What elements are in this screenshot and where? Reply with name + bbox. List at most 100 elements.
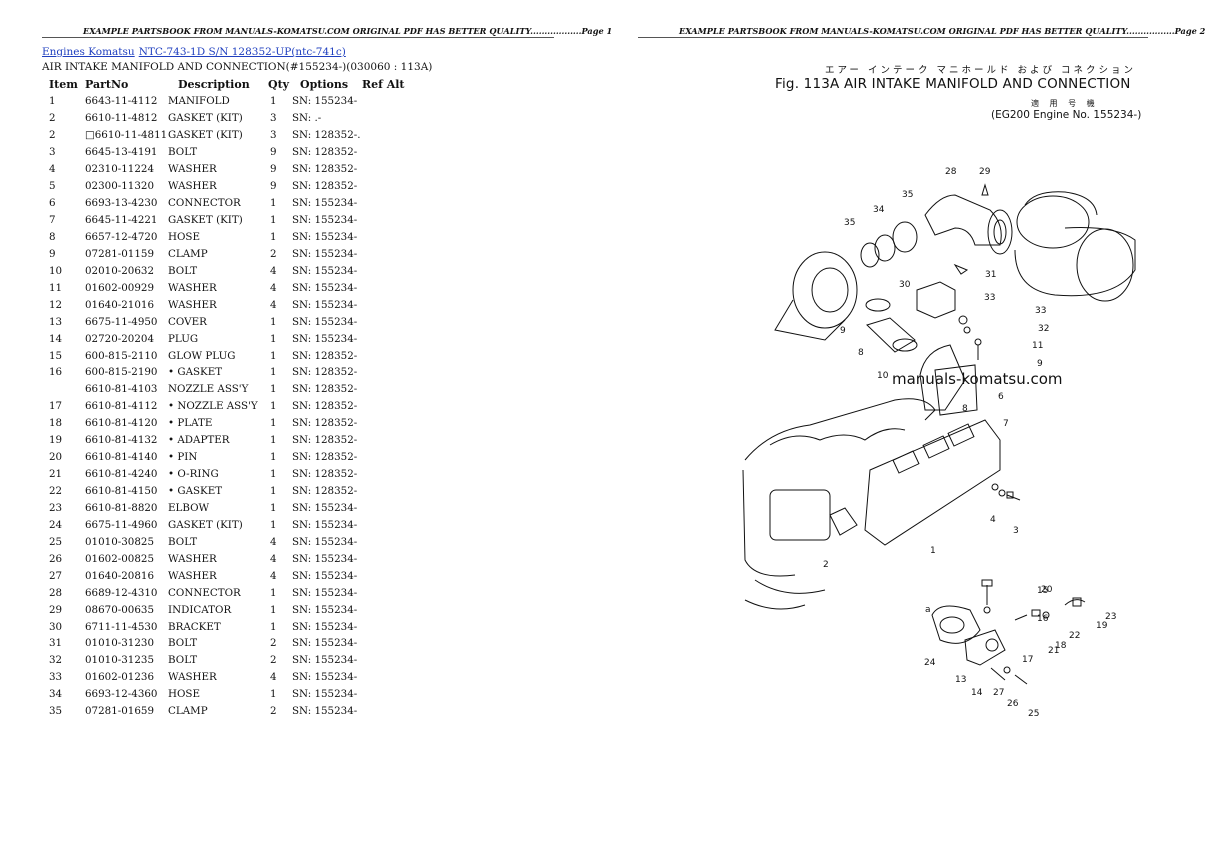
- item-cell: 11: [49, 281, 63, 294]
- item-cell: 13: [49, 315, 63, 328]
- column-header-options: Options: [300, 78, 349, 91]
- options-cell: SN: 128352-: [292, 434, 358, 447]
- callout-number: 9: [840, 326, 846, 336]
- ref-alt-cell: [362, 93, 412, 110]
- item-cell: 35: [49, 705, 63, 718]
- item-cell: 21: [49, 468, 63, 481]
- callout-number: 33: [1035, 306, 1047, 316]
- callout-number: 26: [1007, 699, 1019, 709]
- item-cell: 18: [49, 417, 63, 430]
- partno-cell: 01602-00929: [85, 281, 154, 294]
- description-cell: CLAMP: [168, 247, 208, 260]
- figure-title-japanese: エアー インテーク マニホールド および コネクション: [825, 65, 1137, 76]
- hose-drawing: [865, 298, 918, 353]
- callout-number: 21: [1048, 646, 1060, 656]
- description-cell: • PLATE: [168, 417, 213, 430]
- options-cell: SN: 128352-: [292, 349, 358, 362]
- partno-cell: 6689-12-4310: [85, 586, 158, 599]
- partno-cell: 6693-13-4230: [85, 197, 158, 210]
- options-cell: SN: 155234-: [292, 654, 358, 667]
- partno-cell: □6610-11-4811: [85, 129, 168, 142]
- ref-alt-cell: [362, 500, 412, 517]
- description-cell: HOSE: [168, 688, 200, 701]
- options-cell: SN: 155234-: [292, 315, 358, 328]
- ref-alt-cell: [362, 652, 412, 669]
- qty-cell: 1: [270, 586, 277, 599]
- partno-cell: 08670-00635: [85, 603, 154, 616]
- qty-cell: 4: [270, 298, 277, 311]
- qty-cell: 1: [270, 434, 277, 447]
- description-cell: BOLT: [168, 264, 198, 277]
- item-cell: 24: [49, 518, 63, 531]
- breadcrumb-link-engines[interactable]: Engines Komatsu: [42, 46, 135, 58]
- item-cell: 9: [49, 247, 56, 260]
- description-cell: PLUG: [168, 332, 199, 345]
- callout-number: 28: [945, 167, 957, 177]
- description-cell: MANIFOLD: [168, 95, 230, 108]
- ref-alt-cell: [362, 601, 412, 618]
- ref-alt-cell: [362, 296, 412, 313]
- description-cell: ELBOW: [168, 501, 210, 514]
- options-cell: SN: 155234-: [292, 535, 358, 548]
- qty-cell: 1: [270, 518, 277, 531]
- callout-number: 8: [858, 348, 864, 358]
- options-cell: SN: 155234-: [292, 230, 358, 243]
- qty-cell: 1: [270, 468, 277, 481]
- ref-alt-cell: [362, 110, 412, 127]
- partno-cell: 6610-81-4103: [85, 383, 158, 396]
- applicability-japanese: 適 用 号 機: [1031, 99, 1099, 108]
- options-cell: SN: 155234-: [292, 552, 358, 565]
- ref-alt-cell: [362, 703, 412, 720]
- callout-number: 22: [1069, 631, 1081, 641]
- ref-alt-cell: [362, 567, 412, 584]
- qty-cell: 1: [270, 366, 277, 379]
- qty-cell: 1: [270, 230, 277, 243]
- ref-alt-cell: [362, 212, 412, 229]
- item-cell: 19: [49, 434, 63, 447]
- callout-number: 15: [1037, 586, 1049, 596]
- partno-cell: 600-815-2190: [85, 366, 158, 379]
- item-cell: 26: [49, 552, 63, 565]
- ref-alt-cell: [362, 364, 412, 381]
- partno-cell: 01640-20816: [85, 569, 154, 582]
- engine-block-drawing: [742, 398, 936, 610]
- callout-number: 27: [993, 688, 1005, 698]
- table-header-row: Item PartNo Description Qty Options Ref …: [42, 76, 412, 93]
- page-header: EXAMPLE PARTSBOOK FROM MANUALS-KOMATSU.C…: [679, 26, 1205, 36]
- partno-cell: 6610-81-4140: [85, 451, 158, 464]
- partno-cell: 6645-13-4191: [85, 146, 158, 159]
- options-cell: SN: 128352-: [292, 400, 358, 413]
- partno-cell: 6610-81-4240: [85, 468, 158, 481]
- qty-cell: 1: [270, 383, 277, 396]
- item-cell: 23: [49, 501, 63, 514]
- description-cell: NOZZLE ASS'Y: [168, 383, 249, 396]
- ref-alt-cell: [362, 262, 412, 279]
- qty-cell: 4: [270, 264, 277, 277]
- options-cell: SN: 155234-: [292, 95, 358, 108]
- callout-number: 8: [962, 404, 968, 414]
- description-cell: • O-RING: [168, 468, 219, 481]
- options-cell: SN: 128352-: [292, 485, 358, 498]
- callout-number: 13: [955, 675, 967, 685]
- item-cell: 2: [49, 112, 56, 125]
- qty-cell: 1: [270, 485, 277, 498]
- ref-alt-cell: [362, 144, 412, 161]
- header-divider: [638, 37, 1148, 38]
- description-cell: BOLT: [168, 637, 198, 650]
- callout-number: 34: [873, 205, 885, 215]
- partno-cell: 6675-11-4950: [85, 315, 158, 328]
- breadcrumb-link-model[interactable]: NTC-743-1D S/N 128352-UP(ntc-741c): [138, 46, 346, 58]
- options-cell: SN: 155234-: [292, 688, 358, 701]
- partno-cell: 6643-11-4112: [85, 95, 158, 108]
